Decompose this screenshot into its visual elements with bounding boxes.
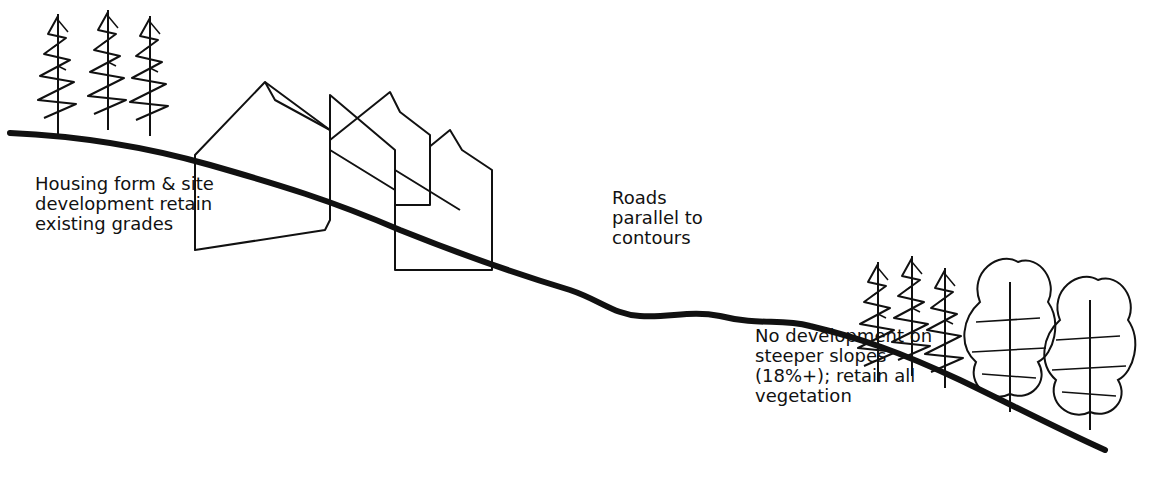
annotation-note: No development on steeper slopes (18%+);… bbox=[755, 326, 945, 406]
left-trees bbox=[38, 10, 168, 136]
ground-line bbox=[10, 133, 1105, 450]
annotation-note: Housing form & site development retain e… bbox=[35, 174, 250, 234]
annotation-note: Roads parallel to contours bbox=[612, 188, 730, 248]
